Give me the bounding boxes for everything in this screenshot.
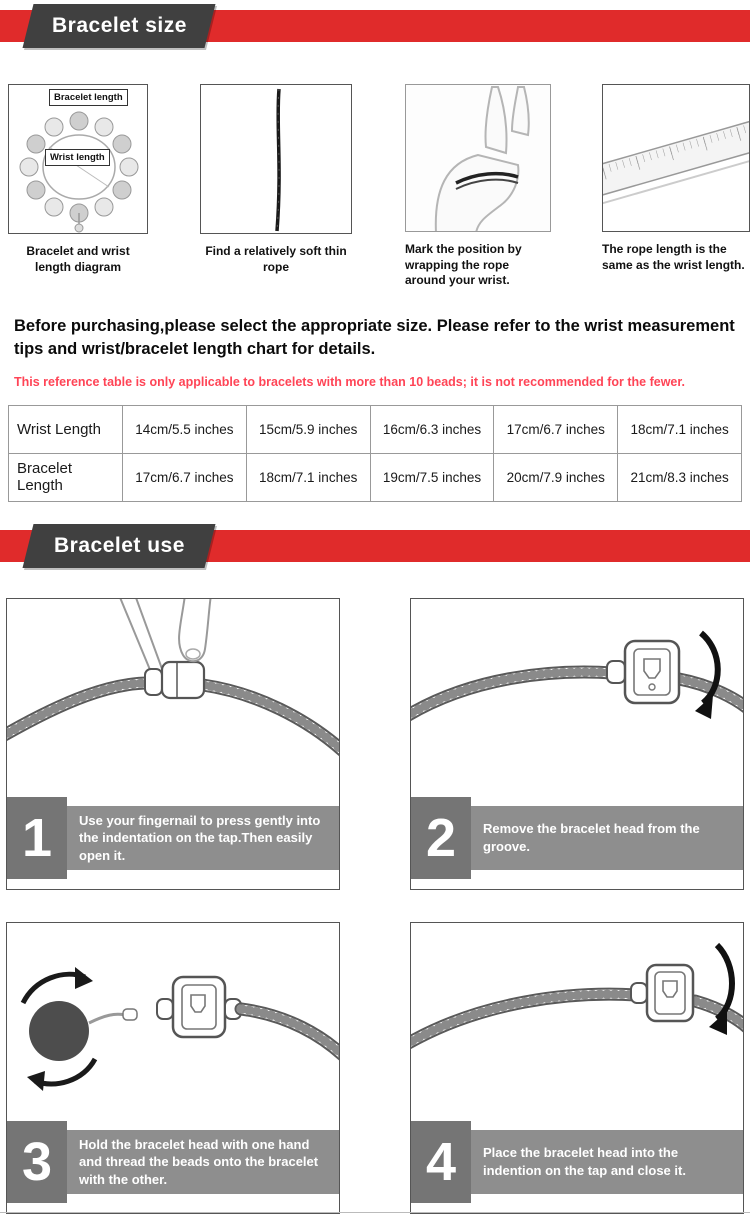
bracelet-length-label: Bracelet length (49, 89, 128, 106)
step-caption: Hold the bracelet head with one hand and… (67, 1129, 339, 1194)
bracelet-length-row: Bracelet Length 17cm/6.7 inches 18cm/7.1… (8, 452, 742, 502)
bracelet-value-4: 20cm/7.9 inches (493, 452, 619, 502)
bracelet-value-1: 17cm/6.7 inches (122, 452, 247, 502)
finger-icon (178, 598, 212, 663)
use-step-4-caption-bar: 4 Place the bracelet head into the inden… (411, 1120, 743, 1203)
rope-figure (200, 84, 352, 234)
wrist-length-label: Wrist length (45, 149, 110, 166)
measure-step-1-caption: Bracelet and wrist length diagram (26, 244, 130, 274)
step-caption: Remove the bracelet head from the groove… (471, 805, 743, 870)
ruler-figure (602, 84, 750, 232)
use-step-panel-1: 1 Use your fingernail to press gently in… (6, 597, 340, 890)
ruler-icon (603, 107, 749, 213)
bead-icon (29, 1000, 89, 1061)
banner-ribbon: Bracelet use (22, 523, 216, 568)
wrist-row-label: Wrist Length (8, 404, 123, 454)
bracelet-value-3: 19cm/7.5 inches (369, 452, 495, 502)
wrist-value-3: 16cm/6.3 inches (369, 404, 495, 454)
step-number: 1 (7, 796, 67, 879)
step-caption: Use your fingernail to press gently into… (67, 805, 339, 870)
bracelet-value-2: 18cm/7.1 inches (245, 452, 371, 502)
thread-beads-illustration (20, 966, 339, 1091)
measure-step-2: Find a relatively soft thin rope (200, 84, 352, 275)
close-clasp-illustration (411, 942, 743, 1050)
wrist-value-2: 15cm/5.9 inches (245, 404, 371, 454)
rotate-arrow-icon (695, 630, 721, 719)
measure-step-4: The rope length is the same as the wrist… (602, 84, 750, 273)
wrist-value-1: 14cm/5.5 inches (122, 404, 247, 454)
wrist-length-row: Wrist Length 14cm/5.5 inches 15cm/5.9 in… (8, 404, 742, 454)
measure-step-2-caption: Find a relatively soft thin rope (205, 244, 347, 274)
use-step-panel-3: 3 Hold the bracelet head with one hand a… (6, 921, 340, 1214)
bracelet-use-title: Bracelet use (53, 533, 185, 557)
wrist-value-4: 17cm/6.7 inches (493, 404, 619, 454)
bracelet-size-banner: Bracelet size (0, 4, 750, 48)
remove-head-illustration (411, 630, 743, 722)
use-step-1-caption-bar: 1 Use your fingernail to press gently in… (7, 796, 339, 879)
wrist-value-5: 18cm/7.1 inches (617, 404, 742, 454)
open-clasp-illustration (7, 598, 339, 757)
measure-step-4-caption: The rope length is the same as the wrist… (602, 242, 745, 272)
clasp-icon (630, 963, 695, 1023)
bracelet-size-title: Bracelet size (51, 14, 187, 37)
rotate-arrow-icon (20, 966, 98, 1091)
clasp-icon (144, 660, 206, 700)
clasp-icon (606, 639, 681, 705)
bracelet-row-label: Bracelet Length (8, 452, 123, 502)
use-step-panel-4: 4 Place the bracelet head into the inden… (410, 921, 744, 1214)
measurement-steps-row: Bracelet length Wrist length Bracelet an… (0, 48, 750, 289)
step-caption: Place the bracelet head into the indenti… (471, 1129, 743, 1194)
rotate-arrow-icon (709, 942, 735, 1035)
step-number: 2 (411, 796, 471, 879)
use-step-2-caption-bar: 2 Remove the bracelet head from the groo… (411, 796, 743, 879)
size-table: Wrist Length 14cm/5.5 inches 15cm/5.9 in… (8, 404, 742, 502)
bracelet-diagram-figure: Bracelet length Wrist length (8, 84, 148, 234)
step-number: 4 (411, 1120, 471, 1203)
clasp-icon (156, 975, 242, 1039)
step-number: 3 (7, 1120, 67, 1203)
bracelet-value-5: 21cm/8.3 inches (617, 452, 742, 502)
banner-ribbon: Bracelet size (22, 4, 216, 48)
measure-step-1: Bracelet length Wrist length Bracelet an… (8, 84, 148, 275)
purchase-notice-text: Before purchasing,please select the appr… (14, 316, 735, 358)
bracelet-diagram-icon (19, 111, 139, 233)
bracelet-use-banner: Bracelet use (0, 523, 750, 568)
measure-step-3-caption: Mark the position by wrapping the rope a… (405, 242, 522, 288)
use-steps-grid: 1 Use your fingernail to press gently in… (0, 568, 750, 1214)
wrist-wrap-figure (405, 84, 551, 232)
use-step-3-caption-bar: 3 Hold the bracelet head with one hand a… (7, 1120, 339, 1203)
hands-icon (434, 86, 530, 231)
use-step-panel-2: 2 Remove the bracelet head from the groo… (410, 597, 744, 890)
rope-icon (275, 88, 281, 232)
measure-step-3: Mark the position by wrapping the rope a… (405, 84, 551, 289)
reference-warning-text: This reference table is only applicable … (14, 374, 686, 389)
